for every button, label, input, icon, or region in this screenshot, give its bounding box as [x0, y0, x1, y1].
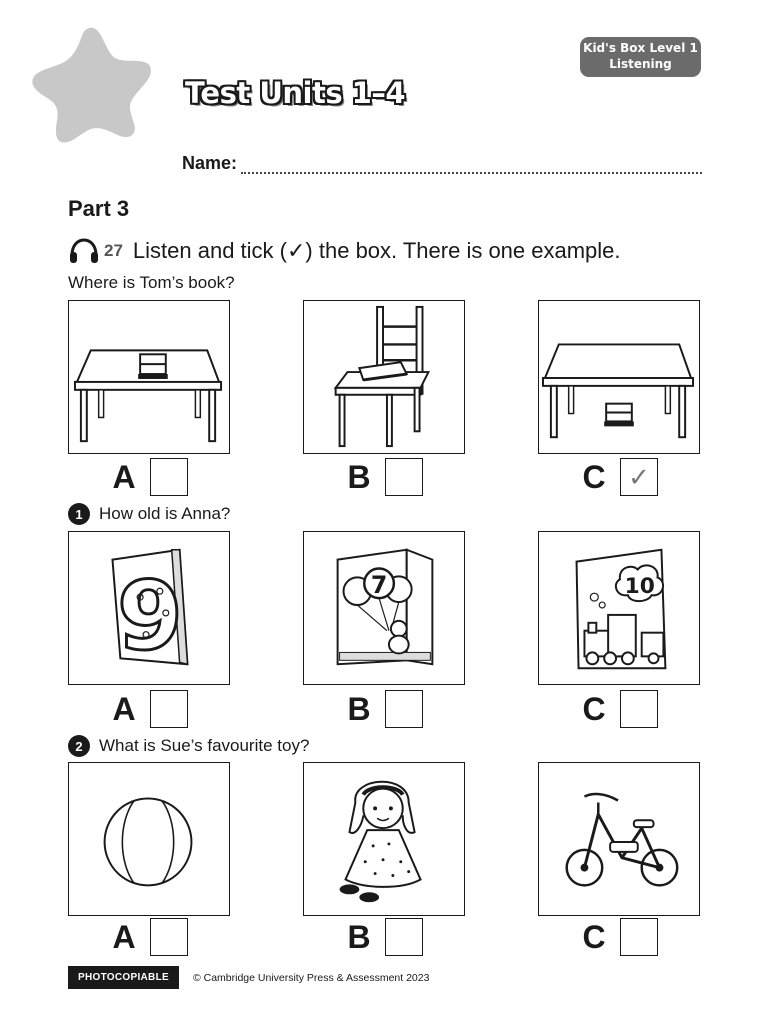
- picture-book-on-chair: [303, 300, 465, 454]
- card-number: 9: [117, 561, 183, 671]
- option-letter: B: [347, 690, 371, 727]
- option-letter: B: [347, 918, 371, 955]
- badge-level: Kid's Box Level 1: [583, 41, 698, 55]
- option-b: B: [341, 458, 423, 496]
- question-text: Where is Tom’s book?: [68, 273, 235, 292]
- option-letter: C: [582, 918, 606, 955]
- headphones-icon: [70, 238, 98, 263]
- question-example: Where is Tom’s book?: [68, 273, 235, 293]
- picture-doll: [303, 762, 465, 916]
- picture-ball: [68, 762, 230, 916]
- question-text: How old is Anna?: [99, 504, 231, 523]
- option-a: A: [106, 918, 188, 956]
- track-number: 27: [104, 241, 123, 260]
- option-c: C ✓: [576, 458, 658, 496]
- part-heading: Part 3: [68, 196, 130, 221]
- question-1: 1 How old is Anna?: [68, 503, 230, 525]
- tick-box[interactable]: [385, 690, 423, 728]
- tick-box[interactable]: [385, 918, 423, 956]
- option-letter: C: [582, 690, 606, 727]
- instruction-text: Listen and tick (✓) the box. There is on…: [132, 238, 621, 263]
- option-c: C: [576, 690, 658, 728]
- footer: PHOTOCOPIABLE © Cambridge University Pre…: [68, 966, 429, 989]
- option-b: B: [341, 918, 423, 956]
- badge-skill: Listening: [609, 57, 672, 71]
- picture-book-on-table: [68, 300, 230, 454]
- copyright: © Cambridge University Press & Assessmen…: [192, 971, 430, 984]
- question-number: 1: [68, 503, 90, 525]
- tick-box[interactable]: [620, 690, 658, 728]
- option-a: A: [106, 690, 188, 728]
- card-number: 10: [625, 574, 655, 599]
- picture-card-seven: 7: [303, 531, 465, 685]
- tick-box[interactable]: [150, 458, 188, 496]
- name-line[interactable]: [241, 158, 702, 174]
- question-number: 2: [68, 735, 90, 757]
- tick-box[interactable]: [620, 918, 658, 956]
- tick-box[interactable]: [385, 458, 423, 496]
- question-text: What is Sue’s favourite toy?: [99, 736, 310, 755]
- name-label: Name:: [182, 153, 238, 173]
- option-letter: A: [112, 458, 136, 495]
- card-number: 7: [371, 571, 387, 599]
- name-field[interactable]: Name:: [182, 150, 702, 174]
- tick-box[interactable]: [150, 918, 188, 956]
- tick-box[interactable]: [150, 690, 188, 728]
- page-title: Test Units 1–4: [185, 76, 406, 110]
- option-letter: C: [582, 458, 606, 495]
- question-2: 2 What is Sue’s favourite toy?: [68, 735, 309, 757]
- picture-book-under-table: [538, 300, 700, 454]
- photocopiable-label: PHOTOCOPIABLE: [68, 966, 179, 989]
- option-a: A: [106, 458, 188, 496]
- option-letter: A: [112, 690, 136, 727]
- option-letter: B: [347, 458, 371, 495]
- tick-box[interactable]: ✓: [620, 458, 658, 496]
- option-c: C: [576, 918, 658, 956]
- level-badge: Kid's Box Level 1 Listening: [580, 37, 701, 77]
- option-letter: A: [112, 918, 136, 955]
- star-icon: [32, 27, 151, 143]
- picture-card-ten: 10: [538, 531, 700, 685]
- option-b: B: [341, 690, 423, 728]
- picture-card-nine: 9: [68, 531, 230, 685]
- picture-bike: [538, 762, 700, 916]
- instruction: 27 Listen and tick (✓) the box. There is…: [68, 236, 621, 266]
